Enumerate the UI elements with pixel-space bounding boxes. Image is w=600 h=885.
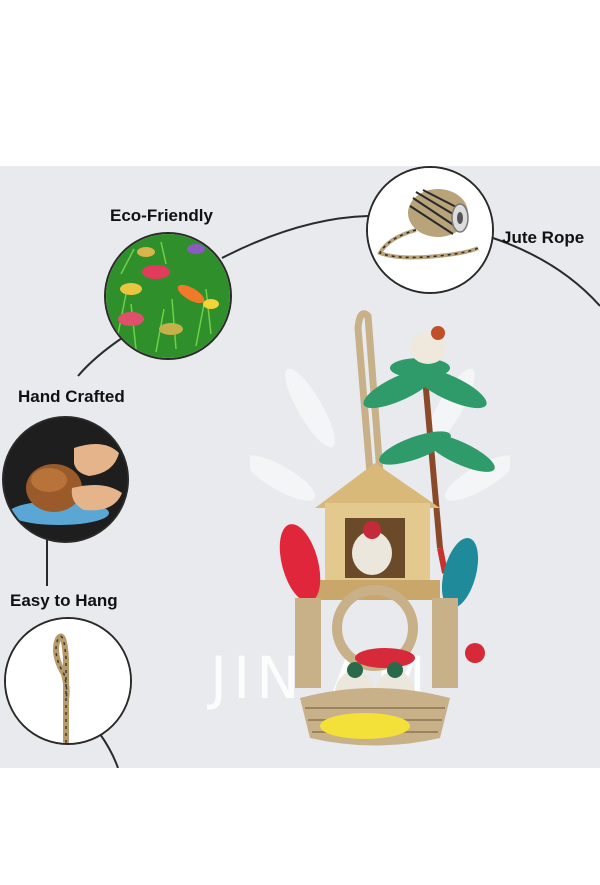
product-panel: Eco-Friendly Jute Rope Hand Crafted Easy… — [0, 166, 600, 768]
feature-label-easy-to-hang: Easy to Hang — [10, 591, 118, 610]
grass-birds-icon — [104, 232, 232, 360]
rope-spool-icon — [366, 166, 494, 294]
feature-label-eco-friendly: Eco-Friendly — [110, 206, 213, 225]
feature-label-jute-rope: Jute Rope — [502, 228, 585, 247]
feature-label-hand-crafted: Hand Crafted — [18, 387, 125, 406]
pottery-hands-icon — [2, 416, 129, 543]
bird-house-product-image — [250, 310, 510, 746]
hanging-loop-icon — [4, 617, 132, 745]
